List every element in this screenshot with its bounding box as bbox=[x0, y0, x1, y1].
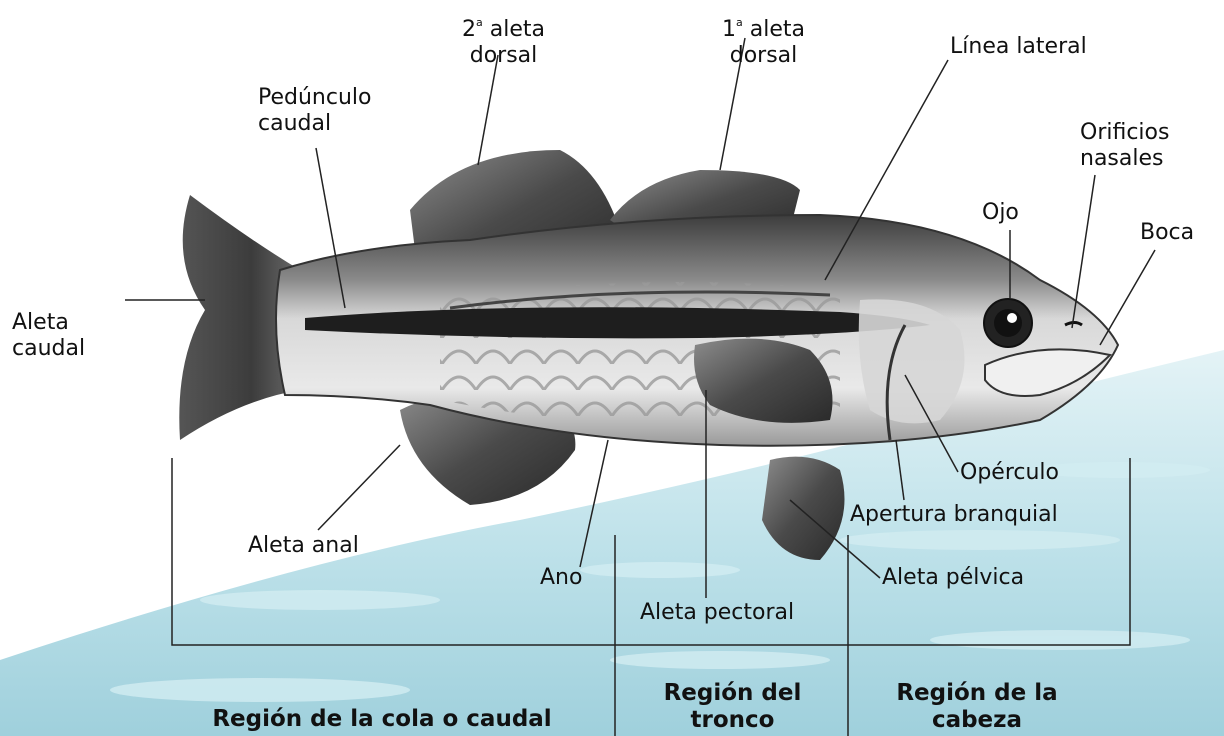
label-caudal-peduncle: Pedúnculo caudal bbox=[258, 85, 371, 137]
leader-lines bbox=[125, 37, 1156, 736]
label-line2: caudal bbox=[258, 111, 332, 136]
label-nostrils: Orificios nasales bbox=[1080, 120, 1169, 172]
label-line2: caudal bbox=[12, 336, 86, 361]
label-line2: dorsal bbox=[729, 43, 798, 68]
region-line1: Región del bbox=[663, 680, 802, 706]
water-background bbox=[0, 350, 1224, 736]
label-pelvic-fin: Aleta pélvica bbox=[882, 565, 1025, 590]
pectoral-fin bbox=[694, 338, 833, 423]
label-line1: aleta bbox=[489, 17, 545, 42]
label-mouth: Boca bbox=[1140, 220, 1195, 245]
label-lateral-line: Línea lateral bbox=[950, 34, 1087, 59]
label-superscript: a bbox=[736, 16, 743, 29]
region-line2: cabeza bbox=[931, 707, 1023, 733]
label-line1: Aleta bbox=[12, 310, 69, 335]
label-anus: Ano bbox=[540, 565, 583, 590]
label-second-dorsal-fin: 2a aleta dorsal bbox=[462, 10, 545, 69]
label-line2: nasales bbox=[1080, 146, 1164, 171]
region-head: Región de la cabeza bbox=[852, 680, 1102, 734]
region-line1: Región de la bbox=[896, 680, 1058, 706]
label-superscript: a bbox=[476, 16, 483, 29]
label-ordinal: 2 bbox=[462, 17, 476, 42]
label-line1: Pedúnculo bbox=[258, 85, 372, 110]
label-pectoral-fin: Aleta pectoral bbox=[640, 600, 795, 625]
label-anal-fin: Aleta anal bbox=[248, 533, 359, 558]
lateral-stripe bbox=[305, 307, 930, 339]
label-first-dorsal-fin: 1a aleta dorsal bbox=[722, 10, 805, 69]
label-eye: Ojo bbox=[982, 200, 1019, 225]
label-caudal-fin: Aleta caudal bbox=[12, 310, 85, 362]
region-tail: Región de la cola o caudal bbox=[212, 706, 552, 732]
pelvic-fin-shape bbox=[762, 456, 845, 560]
label-line2: dorsal bbox=[469, 43, 538, 68]
label-ordinal: 1 bbox=[722, 17, 736, 42]
label-line1: Orificios bbox=[1080, 120, 1170, 145]
region-trunk: Región del tronco bbox=[620, 680, 845, 734]
label-gill-opening: Apertura branquial bbox=[850, 502, 1058, 527]
region-line2: tronco bbox=[690, 707, 775, 733]
label-operculum: Opérculo bbox=[960, 460, 1059, 485]
caudal-fin bbox=[179, 195, 300, 440]
label-line1: aleta bbox=[749, 17, 805, 42]
gill-cover bbox=[858, 299, 965, 424]
